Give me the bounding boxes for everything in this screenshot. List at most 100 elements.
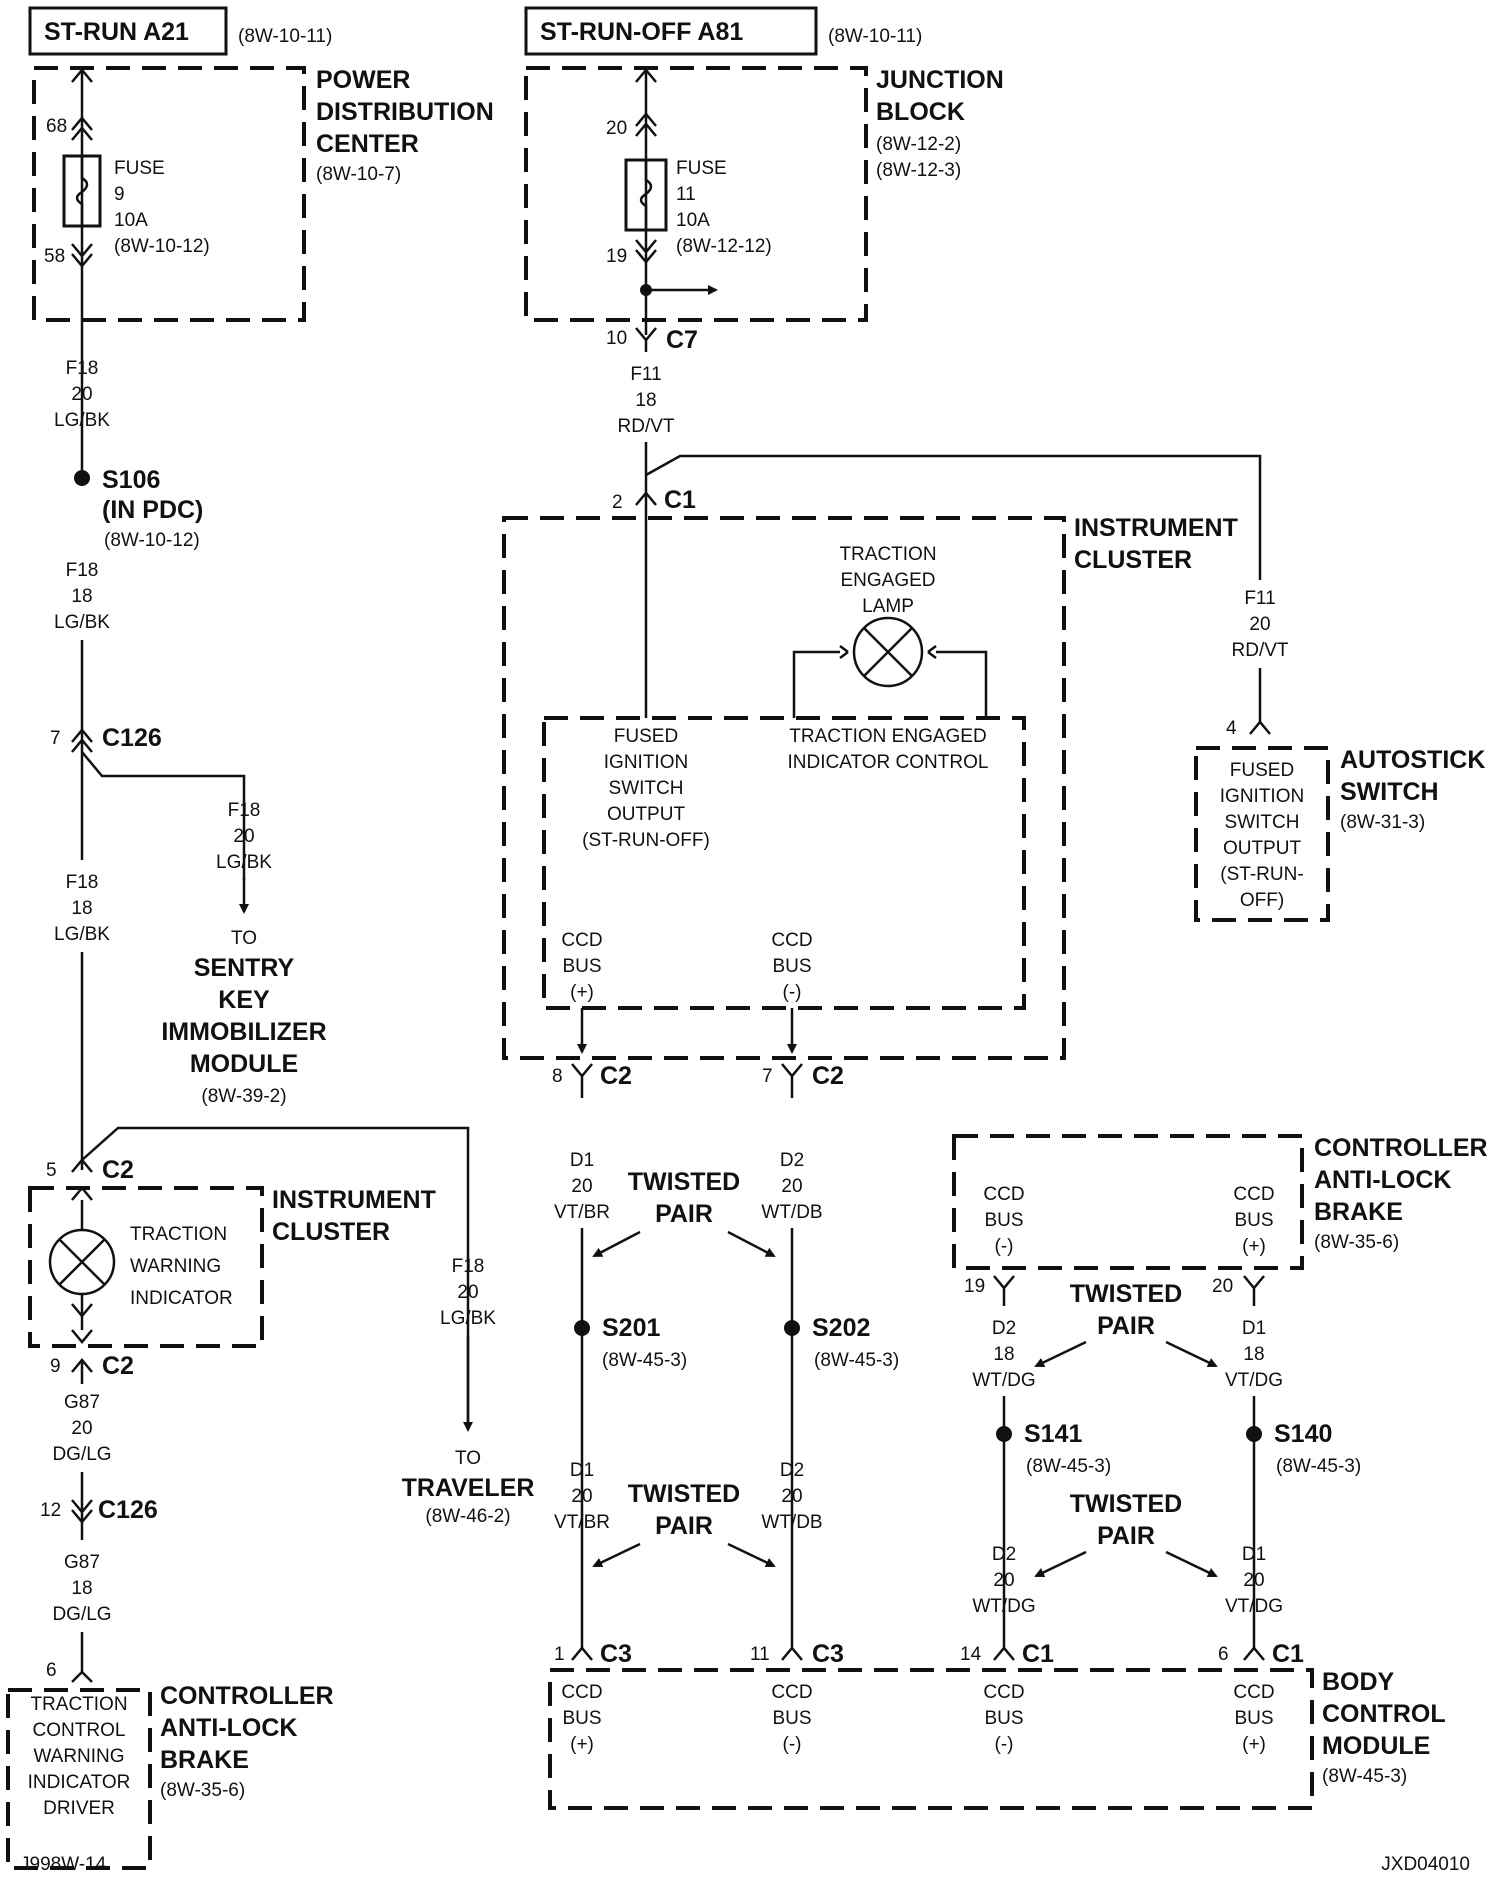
- pin-label: 20: [1212, 1276, 1233, 1297]
- wire-label: D1: [1242, 1544, 1266, 1565]
- wire-label: D1: [1242, 1318, 1266, 1339]
- wire-label: 20: [781, 1486, 802, 1507]
- wire-label: D2: [992, 1544, 1016, 1565]
- connector-name: C1: [1022, 1640, 1054, 1668]
- ic-title: INSTRUMENT: [272, 1186, 436, 1214]
- pin-label: 19: [964, 1276, 985, 1297]
- connector-name: C2: [812, 1062, 844, 1090]
- wire-label: DG/LG: [52, 1604, 111, 1625]
- splice-sub: (IN PDC): [102, 496, 203, 524]
- wire-label: G87: [64, 1392, 100, 1413]
- jb-title: BLOCK: [876, 98, 965, 126]
- to-target: SENTRY: [194, 954, 295, 982]
- module-pin-label: CCD: [561, 1682, 602, 1703]
- module-title: CONTROLLER: [160, 1682, 334, 1710]
- connector-name: C126: [102, 724, 162, 752]
- source-ref: (8W-10-11): [828, 26, 922, 47]
- module-ref: (8W-35-6): [160, 1780, 245, 1801]
- module-pin-label: WARNING: [33, 1746, 124, 1767]
- pdc-title: DISTRIBUTION: [316, 98, 494, 126]
- source-st-run-a21: ST-RUN A21 (8W-10-11): [28, 6, 332, 56]
- to-target: TRAVELER: [402, 1474, 535, 1502]
- pin-label: 6: [46, 1660, 57, 1681]
- module-pin-label: CCD: [983, 1682, 1024, 1703]
- connector-name: C1: [664, 486, 696, 514]
- wire-label: RD/VT: [618, 416, 675, 437]
- autostick-feed: F11 20 RD/VT 4: [1226, 588, 1289, 739]
- wire-label: F18: [66, 560, 99, 581]
- wire-label: 18: [635, 390, 656, 411]
- wire-label: 20: [1249, 614, 1270, 635]
- twisted-pair-label: PAIR: [1097, 1522, 1155, 1550]
- source-label: ST-RUN-OFF A81: [540, 18, 743, 46]
- module-pin-label: BUS: [772, 1708, 811, 1729]
- wire-label: G87: [64, 1552, 100, 1573]
- pin-label: 1: [554, 1644, 565, 1665]
- wire-label: F11: [1244, 588, 1275, 609]
- module-pin-label: IGNITION: [1220, 786, 1304, 807]
- left-controller-anti-lock-brake: TRACTION CONTROL WARNING INDICATOR DRIVE…: [6, 1682, 334, 1870]
- pin-label-text: SWITCH: [609, 778, 684, 799]
- jb-title: JUNCTION: [876, 66, 1004, 94]
- wire-label: F18: [66, 872, 99, 893]
- wire-label: VT/BR: [554, 1512, 610, 1533]
- center-ccd-bus-wires: 8 C2 7 C2 D1 20 VT/BR D2 20 WT/DB TWISTE…: [552, 1062, 899, 1668]
- module-title: ANTI-LOCK: [160, 1714, 297, 1742]
- footer-diagram-id: J998W-14: [20, 1854, 107, 1875]
- to-target: IMMOBILIZER: [161, 1018, 326, 1046]
- pin-label: 9: [50, 1356, 61, 1377]
- wire-label: VT/DG: [1225, 1370, 1283, 1391]
- splice-dot-icon: [996, 1426, 1012, 1442]
- module-title: CONTROLLER: [1314, 1134, 1488, 1162]
- pin-label-text: CCD: [771, 930, 812, 951]
- to-label: TO: [455, 1448, 481, 1469]
- lamp-label: LAMP: [862, 596, 914, 617]
- module-pin-label: (+): [1242, 1734, 1266, 1755]
- to-label: TO: [231, 928, 257, 949]
- pin-label: 8: [552, 1066, 563, 1087]
- pin-label: 6: [1218, 1644, 1229, 1665]
- module-title: SWITCH: [1340, 778, 1439, 806]
- module-pin-label: (-): [783, 1734, 802, 1755]
- wire-label: 20: [71, 1418, 92, 1439]
- to-target: MODULE: [190, 1050, 298, 1078]
- twisted-pair-label: PAIR: [655, 1512, 713, 1540]
- splice-ref: (8W-45-3): [602, 1350, 687, 1371]
- wire-label: VT/DG: [1225, 1596, 1283, 1617]
- connector-name: C7: [666, 326, 698, 354]
- wire-label: 18: [71, 1578, 92, 1599]
- pdc-title: CENTER: [316, 130, 419, 158]
- module-ref: (8W-45-3): [1322, 1766, 1407, 1787]
- pin-label: 12: [40, 1500, 61, 1521]
- right-ccd-bus-wires: 19 20 D2 18 WT/DG D1 18 VT/DG TWISTED PA…: [960, 1275, 1361, 1668]
- module-title: MODULE: [1322, 1732, 1430, 1760]
- wire-label: LG/BK: [54, 924, 110, 945]
- module-pin-label: CONTROL: [33, 1720, 126, 1741]
- fuse-label: FUSE: [114, 158, 165, 179]
- fuse-label: 10A: [676, 210, 710, 231]
- module-pin-label: (-): [995, 1236, 1014, 1257]
- twisted-pair-label: TWISTED: [628, 1480, 741, 1508]
- wire-label: F11: [630, 364, 661, 385]
- connector-name: C3: [600, 1640, 632, 1668]
- wire-label: RD/VT: [1232, 640, 1289, 661]
- connector-name: C126: [98, 1496, 158, 1524]
- splice-ref: (8W-45-3): [1026, 1456, 1111, 1477]
- wire-label: WT/DG: [972, 1596, 1035, 1617]
- to-traveler: F18 20 LG/BK TO TRAVELER (8W-46-2): [402, 1256, 535, 1527]
- twisted-pair-label: TWISTED: [628, 1168, 741, 1196]
- wire-label: 18: [71, 898, 92, 919]
- wire-label: WT/DB: [761, 1202, 822, 1223]
- pin-label-text: (+): [570, 982, 594, 1003]
- pin-label-text: IGNITION: [604, 752, 688, 773]
- wire-label: D1: [570, 1150, 594, 1171]
- module-ref: (8W-35-6): [1314, 1232, 1399, 1253]
- splice-name: S202: [812, 1314, 870, 1342]
- to-target: KEY: [218, 986, 270, 1014]
- pin-label-text: OUTPUT: [607, 804, 686, 825]
- junction-block: JUNCTION BLOCK (8W-12-2) (8W-12-3) 20 FU…: [524, 66, 1004, 335]
- twisted-pair-label: PAIR: [1097, 1312, 1155, 1340]
- to-ref: (8W-39-2): [201, 1086, 286, 1107]
- pin-label-text: BUS: [772, 956, 811, 977]
- pin-label-text: (ST-RUN-OFF): [582, 830, 710, 851]
